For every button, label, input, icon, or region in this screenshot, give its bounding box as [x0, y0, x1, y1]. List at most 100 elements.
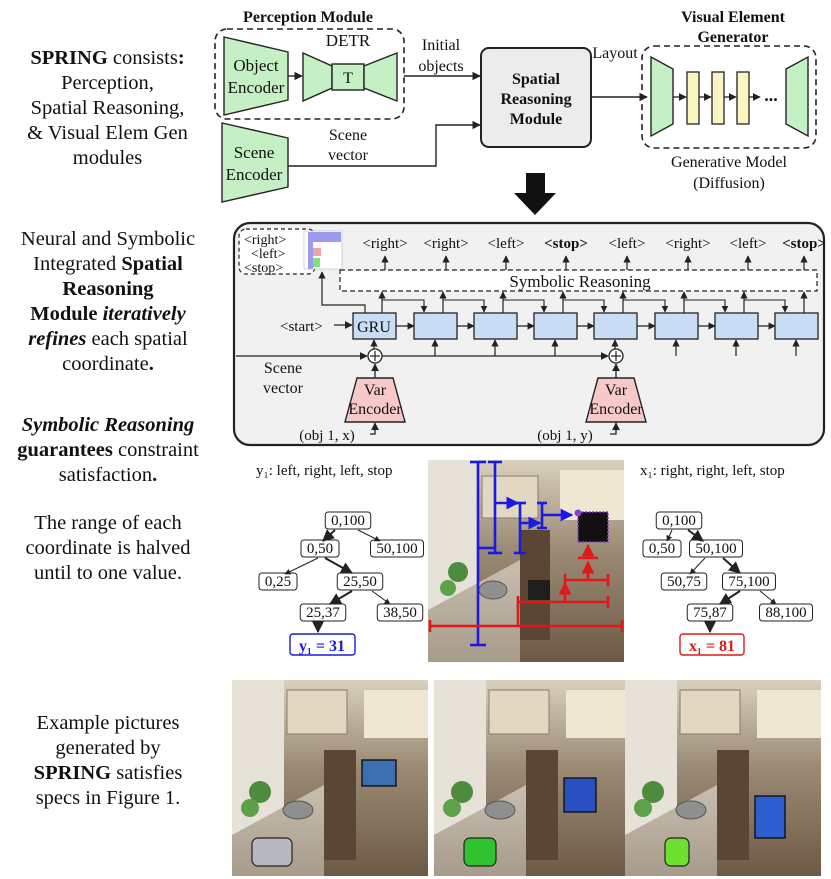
var-encoder-y-1: Var — [605, 382, 628, 399]
x-result: x₁ = 81 — [689, 638, 735, 655]
gen-model-label-1: Generative Model — [671, 154, 788, 171]
mid-scene-vector-2: vector — [263, 380, 304, 397]
legend-green-swatch — [313, 258, 320, 267]
x-node-0 — [655, 511, 703, 530]
start-label: <start> — [280, 319, 323, 335]
kitchen-image-main — [428, 460, 624, 662]
y-result: y₁ = 31 — [299, 638, 345, 655]
x-node-label-1: 0,50 — [649, 541, 675, 557]
output-label-6: <right> — [665, 236, 710, 252]
left-text-symbolic: Symbolic Reasoning guarantees constraint… — [0, 413, 216, 488]
left-text-srm: Neural and Symbolic Integrated Spatial R… — [0, 227, 216, 377]
var-encoder-x-1: Var — [364, 382, 387, 399]
gru-cell-4 — [533, 312, 578, 340]
y-node-label-1: 0,50 — [307, 541, 333, 557]
gru-cell-2 — [413, 312, 458, 340]
y-node-label-6: 38,50 — [383, 605, 417, 621]
legend-blue-swatch — [308, 232, 341, 242]
var-encoder-y-2: Encoder — [589, 401, 643, 418]
veg-title-2: Generator — [697, 29, 768, 46]
range-text-line3: until to one value. — [33, 562, 183, 584]
overview-line2: Perception, — [61, 72, 154, 94]
transformer-label: T — [343, 70, 353, 87]
y-node-1 — [300, 539, 340, 558]
symbolic-text-line3b: . — [152, 464, 158, 486]
gru-cell-6 — [654, 312, 699, 340]
overview-colon: : — [177, 47, 185, 69]
y-node-label-0: 0,100 — [331, 513, 365, 529]
x-node-6 — [759, 603, 813, 622]
red-x-bracket — [428, 543, 624, 632]
veg-dashed-box — [641, 45, 817, 149]
scene-vector-label-2: vector — [328, 147, 369, 164]
tree-section: y₁: left, right, left, stop x₁: right, r… — [256, 463, 813, 656]
input-y: (obj 1, y) — [537, 428, 592, 444]
srm-text-line5b: each spatial — [86, 328, 188, 350]
x-result-box — [679, 633, 745, 656]
example-image-2 — [434, 680, 630, 876]
gru-cell-7 — [714, 312, 759, 340]
example-image-3 — [625, 680, 821, 876]
gen-model-label-2: (Diffusion) — [693, 175, 765, 192]
symbolic-text-line2a: guarantees — [17, 439, 113, 461]
srm-text-line4a: Module — [30, 303, 103, 325]
srm-text-line2b: Spatial — [121, 253, 183, 275]
scene-encoder-label-1: Scene — [234, 143, 275, 162]
symbolic-text-line3a: satisfaction — [58, 464, 153, 486]
legend-stop: <stop> — [244, 261, 283, 276]
examples-text-line4: specs in Figure 1. — [35, 787, 181, 809]
initial-objects-label-2: objects — [418, 58, 463, 75]
output-label-5: <left> — [609, 236, 646, 252]
output-label-7: <left> — [730, 236, 767, 252]
legend-right: <right> — [244, 233, 286, 248]
y-node-6 — [376, 603, 424, 622]
x-node-label-0: 0,100 — [662, 513, 696, 529]
x-node-label-2: 50,100 — [695, 541, 736, 557]
range-text-line2: coordinate is halved — [25, 537, 191, 559]
perception-module-title: Perception Module — [243, 9, 373, 26]
range-text-line1: The range of each — [34, 512, 182, 534]
gen-decoder-shape — [785, 55, 809, 138]
x-node-2 — [689, 539, 743, 558]
symbolic-text-line1: Symbolic Reasoning — [21, 414, 195, 436]
scene-encoder-shape — [221, 122, 289, 203]
detr-decoder-shape — [363, 51, 398, 103]
examples-text-line3b: satisfies — [111, 762, 183, 784]
output-label-1: <right> — [362, 236, 407, 252]
y-node-0 — [324, 511, 372, 530]
veg-title-1: Visual Element — [681, 9, 786, 26]
y-node-2 — [370, 539, 424, 558]
y-node-label-3: 0,25 — [265, 574, 291, 590]
blue-y-bracket — [470, 460, 574, 647]
gru-cell-5 — [593, 312, 638, 340]
overview-line5: modules — [72, 147, 143, 169]
gen-layer-1 — [686, 71, 700, 125]
srm-text-line1: Neural and Symbolic — [20, 228, 196, 250]
x-node-1 — [642, 539, 682, 558]
overview-line4: & Visual Elem Gen — [27, 122, 188, 144]
legend-box — [238, 228, 316, 275]
mid-scene-vector-1: Scene — [264, 360, 302, 377]
srm-text-line2a: Integrated — [33, 253, 122, 275]
srm-text-line6b: . — [148, 353, 154, 375]
detr-label: DETR — [326, 31, 371, 50]
var-encoder-x-shape — [344, 377, 406, 423]
initial-objects-label-1: Initial — [422, 37, 461, 54]
var-encoder-y-shape — [585, 377, 647, 423]
scene-vector-label-1: Scene — [329, 127, 367, 144]
symbolic-text-line2b: constraint — [112, 439, 199, 461]
detr-encoder-shape — [302, 51, 333, 103]
object-encoder-label-1: Object — [233, 56, 279, 75]
gen-encoder-shape — [650, 55, 674, 138]
overview-line1: consists — [107, 47, 178, 69]
output-label-8: <stop> — [782, 236, 826, 252]
object-encoder-shape — [223, 36, 289, 116]
spring-bold: SPRING — [30, 47, 108, 69]
y-node-label-4: 25,50 — [343, 574, 377, 590]
big-down-arrow — [514, 173, 556, 215]
y-node-label-2: 50,100 — [376, 541, 417, 557]
gen-layer-3 — [736, 71, 750, 125]
y-node-label-5: 25,37 — [306, 605, 340, 621]
layout-label: Layout — [592, 45, 638, 62]
